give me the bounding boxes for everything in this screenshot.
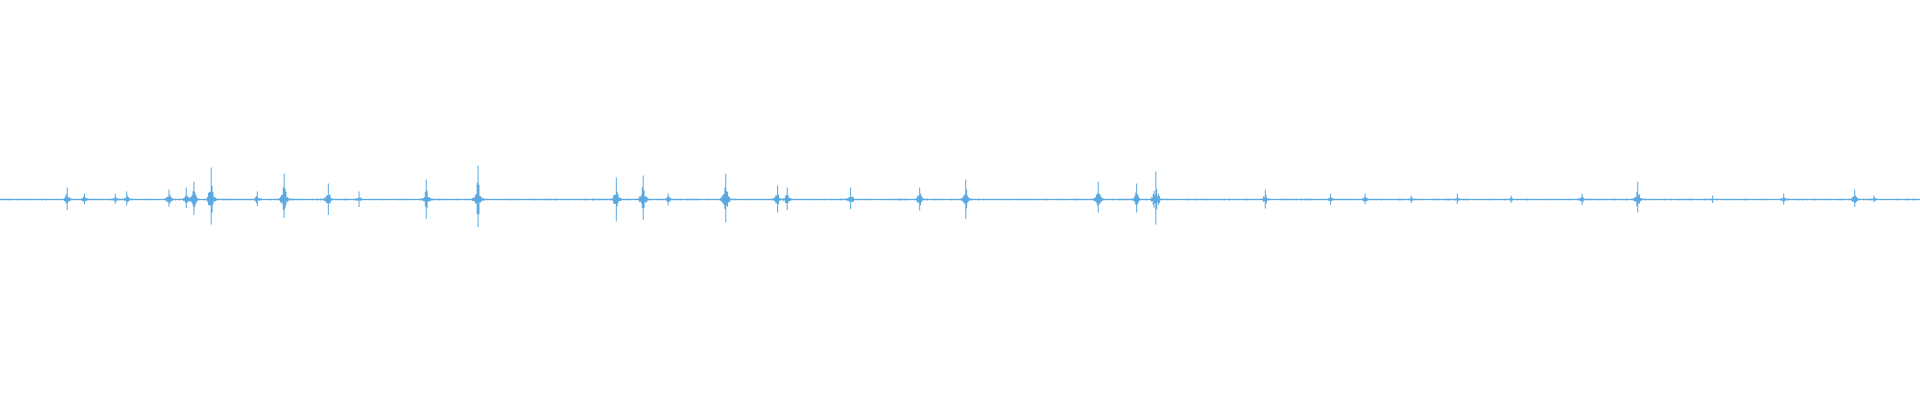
waveform-spike [419, 179, 434, 219]
waveform-spike [324, 183, 334, 215]
waveform-spike [845, 187, 856, 210]
waveform-spike [1871, 195, 1878, 203]
waveform-spike [1710, 195, 1715, 204]
waveform-spike [1577, 193, 1586, 206]
waveform-spike [1361, 193, 1369, 205]
waveform-spike [164, 189, 174, 207]
waveform-spike [62, 187, 73, 210]
waveform-spike [354, 191, 363, 208]
waveform-spike [960, 179, 972, 219]
waveform-spike [1260, 189, 1270, 209]
waveform-spike [914, 187, 925, 211]
waveform-spike [112, 193, 119, 204]
waveform-spike [1631, 181, 1644, 213]
waveform-spike [772, 185, 782, 213]
waveform-spike [637, 175, 650, 220]
waveform-spike [278, 173, 291, 219]
waveform-spike [1327, 193, 1335, 205]
waveform-spikes [62, 165, 1878, 227]
waveform-spike [1149, 171, 1163, 225]
waveform-spike [188, 181, 200, 216]
waveform-spike [1454, 193, 1461, 205]
waveform-spike [782, 187, 792, 210]
waveform-spike [609, 177, 624, 222]
waveform-spike [1509, 195, 1514, 203]
waveform-spike [1409, 195, 1414, 203]
waveform-spike [1780, 193, 1788, 205]
waveform-spike [1092, 181, 1105, 213]
waveform-spike [182, 187, 190, 209]
waveform-spike [204, 167, 218, 225]
waveform-spike [254, 191, 262, 206]
waveform-spike [1850, 189, 1858, 207]
waveform-spike [664, 193, 672, 206]
waveform-spike [80, 193, 88, 204]
waveform-spike [472, 165, 486, 227]
waveform-spike [1131, 183, 1142, 213]
waveform-spike [718, 173, 732, 223]
waveform-spike [123, 191, 130, 206]
